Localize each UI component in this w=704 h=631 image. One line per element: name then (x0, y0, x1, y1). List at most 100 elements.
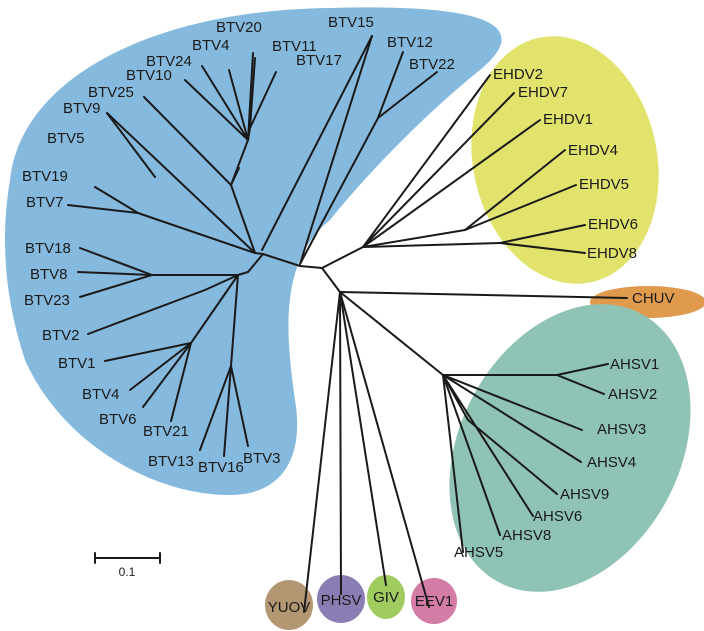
tree-branch (87, 289, 206, 335)
tip-label-ahsv1: AHSV1 (610, 356, 659, 373)
clade-yuov-background (265, 580, 313, 630)
tip-label-btv16: BTV16 (198, 459, 244, 476)
tree-branch (362, 74, 491, 248)
tip-label-ehdv7: EHDV7 (518, 84, 568, 101)
tip-label-btv24: BTV24 (146, 53, 192, 70)
tip-label-btv23: BTV23 (24, 292, 70, 309)
tip-label-ahsv2: AHSV2 (608, 386, 657, 403)
clade-ahsv-background (449, 304, 691, 592)
tip-label-btv22: BTV22 (409, 56, 455, 73)
tree-branch (299, 265, 323, 269)
scale-bar-label: 0.1 (119, 565, 136, 579)
tree-branch (299, 35, 373, 265)
tree-branch (362, 229, 466, 248)
tree-branch (362, 242, 501, 248)
tree-branch (249, 57, 256, 129)
tip-label-chuv: CHUV (632, 290, 675, 307)
tree-branch (223, 365, 232, 457)
clade-giv-background (367, 575, 405, 619)
tip-label-eev1: EEV1 (415, 593, 453, 610)
tree-branches (67, 35, 628, 613)
tree-branch (230, 184, 256, 254)
tip-label-ahsv4: AHSV4 (587, 454, 636, 471)
tree-branch (190, 274, 239, 344)
tree-branch (129, 342, 192, 391)
tip-label-btv1: BTV1 (58, 355, 96, 372)
tree-branch (230, 365, 249, 447)
tree-branch (442, 374, 583, 431)
tip-label-ehdv6: EHDV6 (588, 216, 638, 233)
tip-label-btv12: BTV12 (387, 34, 433, 51)
tree-branch (104, 342, 192, 362)
tree-branch (499, 242, 586, 254)
tip-label-btv8: BTV8 (30, 266, 68, 283)
tree-branch (247, 52, 254, 141)
tree-branch (106, 112, 256, 254)
tree-branch (442, 374, 582, 463)
tip-label-btv7: BTV7 (26, 194, 64, 211)
tree-branch (201, 65, 249, 141)
tree-branch (442, 374, 534, 517)
tree-branch (67, 204, 139, 214)
tree-branch (230, 274, 239, 367)
tree-branch (339, 291, 387, 586)
tip-label-btv9: BTV9 (63, 100, 101, 117)
clade-eev1-background (411, 578, 457, 624)
tip-label-ahsv9: AHSV9 (560, 486, 609, 503)
tip-label-ehdv1: EHDV1 (543, 111, 593, 128)
tip-label-ahsv3: AHSV3 (597, 421, 646, 438)
tree-branch (442, 374, 501, 536)
tree-branch (442, 374, 464, 553)
scale-bar: 0.1 (94, 552, 161, 579)
tip-label-btv11: BTV11 (272, 38, 317, 55)
tip-label-btv6: BTV6 (99, 411, 137, 428)
tip-label-btv10: BTV10 (126, 67, 172, 84)
tree-branch (199, 365, 232, 451)
tip-label-btv15: BTV15 (328, 14, 374, 31)
tree-branch (77, 271, 153, 276)
tip-label-btv21: BTV21 (143, 423, 189, 440)
tree-branch (556, 374, 605, 395)
tip-label-ahsv8: AHSV8 (502, 527, 551, 544)
tree-branch (377, 51, 404, 119)
tree-branch (299, 117, 379, 265)
tree-branch (249, 71, 277, 129)
tip-label-btv3: BTV3 (243, 450, 281, 467)
tree-branch (339, 291, 342, 595)
tip-label-btv4b: BTV4 (82, 386, 120, 403)
tree-branch (339, 291, 444, 376)
tip-labels: BTV20BTV4BTV24BTV11BTV17BTV10BTV25BTV9BT… (22, 14, 675, 616)
tree-branch (321, 267, 341, 293)
tip-label-btv19: BTV19 (22, 168, 68, 185)
tip-label-yuov: YUOV (268, 599, 311, 616)
tree-branch (261, 35, 373, 251)
tree-branch (303, 291, 341, 613)
tree-branch (106, 112, 156, 178)
tip-label-btv25: BTV25 (88, 84, 134, 101)
tree-branch (143, 96, 232, 186)
tree-branch (247, 253, 264, 273)
tree-branch (230, 139, 249, 186)
tree-branch (556, 363, 609, 376)
tree-branch (377, 71, 438, 119)
tree-branch (79, 274, 153, 298)
clade-ehdv-background (471, 36, 659, 284)
tree-branch (79, 247, 153, 276)
tree-branch (170, 342, 192, 422)
tree-branch (499, 224, 586, 244)
tree-branch (228, 69, 249, 141)
tree-branch (362, 92, 515, 248)
tip-label-ehdv5: EHDV5 (579, 176, 629, 193)
tree-branch (237, 271, 249, 276)
tip-label-btv18: BTV18 (25, 240, 71, 257)
tree-branch (204, 274, 239, 291)
tip-label-btv2: BTV2 (42, 327, 80, 344)
tip-label-btv5: BTV5 (47, 130, 85, 147)
tip-label-btv4a: BTV4 (192, 37, 230, 54)
tip-label-btv13: BTV13 (148, 453, 194, 470)
tip-label-ehdv4: EHDV4 (568, 142, 618, 159)
tip-label-giv: GIV (373, 589, 399, 606)
tree-branch (362, 119, 541, 248)
tip-label-ehdv8: EHDV8 (587, 245, 637, 262)
